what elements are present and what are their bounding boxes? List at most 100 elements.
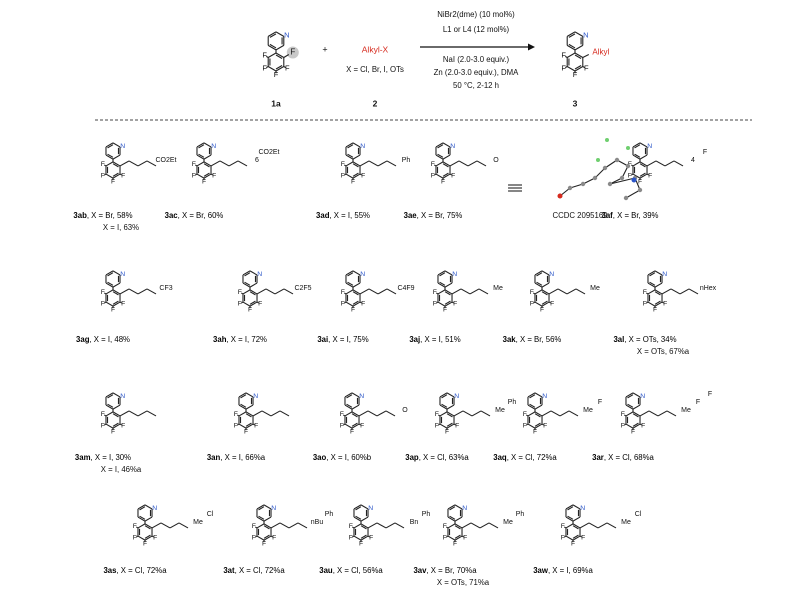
fluorine-label: F (643, 289, 647, 296)
fluorine-label: F (350, 429, 354, 436)
ring-bond (263, 516, 272, 522)
double-bond (245, 422, 252, 427)
fluorine-label: F (101, 161, 105, 168)
chain-bond (270, 410, 281, 417)
ring-bond (527, 392, 536, 398)
fluorine-label: F (133, 523, 137, 530)
chain-bond (279, 410, 290, 417)
ring-bond (654, 301, 663, 307)
C-F-bond (564, 66, 568, 69)
ring-bond (105, 404, 114, 410)
pyridine-ring (267, 31, 285, 51)
ring-bond (263, 504, 272, 510)
double-bond (347, 272, 354, 277)
double-bond (439, 272, 446, 277)
crystal-atom (580, 181, 586, 187)
C-F-bond (525, 414, 529, 417)
chain-bond (488, 522, 499, 529)
ring-bond (238, 404, 247, 410)
substituent-label: Me (493, 285, 503, 292)
ccdc-number: CCDC 2095169 (552, 211, 607, 220)
crystal-atom (567, 185, 573, 191)
ring-bond (196, 161, 205, 167)
chain-bond (358, 410, 369, 417)
C-F-bond (119, 301, 123, 304)
C-F-bond (194, 173, 198, 176)
ring-bond (565, 535, 574, 541)
nitrogen-label: N (120, 143, 125, 150)
ring-bond (105, 270, 114, 276)
fluorine-label: F (361, 173, 365, 180)
ring-bond (446, 404, 455, 410)
nitrogen-label: N (583, 30, 588, 39)
ring-bond (447, 516, 456, 522)
substituent-label: Me (583, 407, 593, 414)
fluorine-label: F (523, 423, 527, 430)
chain-bond (146, 160, 157, 167)
double-bond (240, 403, 247, 408)
ring-bond (527, 411, 536, 417)
substituent: MeF (541, 399, 602, 417)
compound-label: 3ao, X = I, 60%b (313, 453, 372, 462)
C-F-bond (283, 54, 290, 58)
chain-bond (559, 410, 570, 417)
ring-bond (632, 411, 641, 417)
compound-label: 3ag, X = I, 48% (76, 335, 130, 344)
ring-bond (263, 535, 272, 541)
fluorine-label: F (359, 541, 363, 548)
ring-bond (351, 411, 360, 417)
ring-bond (256, 504, 265, 510)
ring-bond (242, 270, 251, 276)
crystal-fluorine (596, 158, 600, 162)
ring-bond (105, 392, 114, 398)
ring-bond (112, 392, 121, 398)
C-F-bond (151, 535, 155, 538)
double-bond (534, 422, 541, 427)
fluorine-label: F (262, 50, 267, 59)
ring-bond (437, 282, 446, 288)
fluorine-label: F (441, 179, 445, 186)
ring-bond (345, 154, 354, 160)
pyridine-ring (625, 392, 641, 410)
chain-bond (679, 288, 690, 295)
chain-bond (588, 522, 599, 529)
pyridine-ring (353, 504, 369, 522)
ring-bond (565, 523, 574, 529)
ring-bond (447, 535, 456, 541)
ring-bond (360, 523, 369, 529)
C-F-bond (359, 301, 363, 304)
ring-bond (112, 154, 121, 160)
double-bond (567, 515, 574, 520)
ring-bond (353, 504, 362, 510)
ring-bond (442, 142, 451, 148)
ring-bond (647, 282, 656, 288)
fluorine-label: F (238, 289, 242, 296)
ring-bond (242, 282, 251, 288)
C-F-bond (563, 535, 567, 538)
C-F-bond (623, 414, 627, 417)
condition-catalyst: NiBr2(dme) (10 mol%) (437, 10, 515, 19)
fluorine-label: F (262, 541, 266, 548)
double-bond (567, 506, 574, 511)
ring-bond (144, 504, 153, 510)
double-bond (112, 172, 119, 177)
substituent: CF3 (119, 285, 173, 295)
ring-bond (105, 142, 114, 148)
double-bond (627, 394, 634, 399)
nitrogen-label: N (450, 143, 455, 150)
ring-bond (541, 270, 550, 276)
chain-bond (467, 160, 478, 167)
double-bond (203, 163, 210, 168)
perfluoroaryl-ring (566, 52, 584, 72)
compound-alt-condition: X = OTs, 67%a (637, 347, 690, 356)
pyridine-ring (566, 31, 584, 51)
chain-bond (169, 522, 180, 529)
substituent-label: Me (681, 407, 691, 414)
C-alkyl-bond (582, 54, 590, 58)
substituent-label: Cl (635, 511, 642, 518)
pyridine-ring (137, 504, 153, 522)
crystal-atom (607, 181, 613, 187)
